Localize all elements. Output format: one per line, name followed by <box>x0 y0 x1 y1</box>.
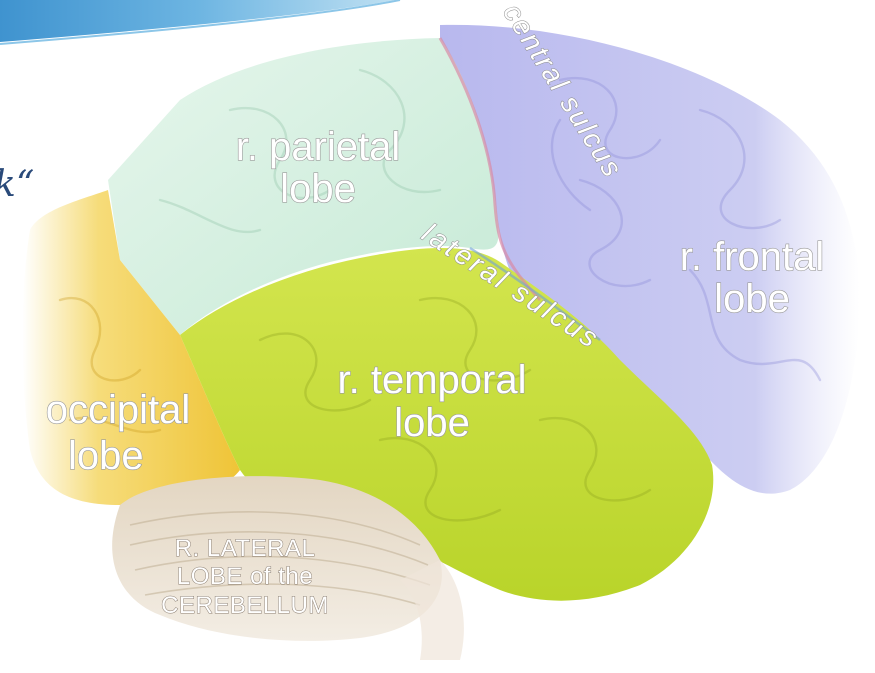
cerebellum-label-line1: R. LATERAL <box>175 535 316 562</box>
parietal-lobe-label-line2: lobe <box>280 167 356 211</box>
occipital-lobe-label-line2: lobe <box>68 434 144 478</box>
parietal-lobe-label-line1: r. parietal <box>236 125 401 169</box>
edge-text: k“ <box>0 164 34 205</box>
frontal-lobe-label-line1: r. frontal <box>680 235 825 279</box>
temporal-lobe-label-line2: lobe <box>394 401 470 445</box>
cerebellum-label-line2: LOBE of the <box>177 563 313 590</box>
header-band <box>0 0 395 42</box>
cerebellum-label-line3: CEREBELLUM <box>161 592 329 619</box>
occipital-lobe-label-line1: occipital <box>46 388 191 432</box>
temporal-lobe-label-line1: r. temporal <box>338 358 527 402</box>
frontal-lobe-label-line2: lobe <box>714 277 790 321</box>
